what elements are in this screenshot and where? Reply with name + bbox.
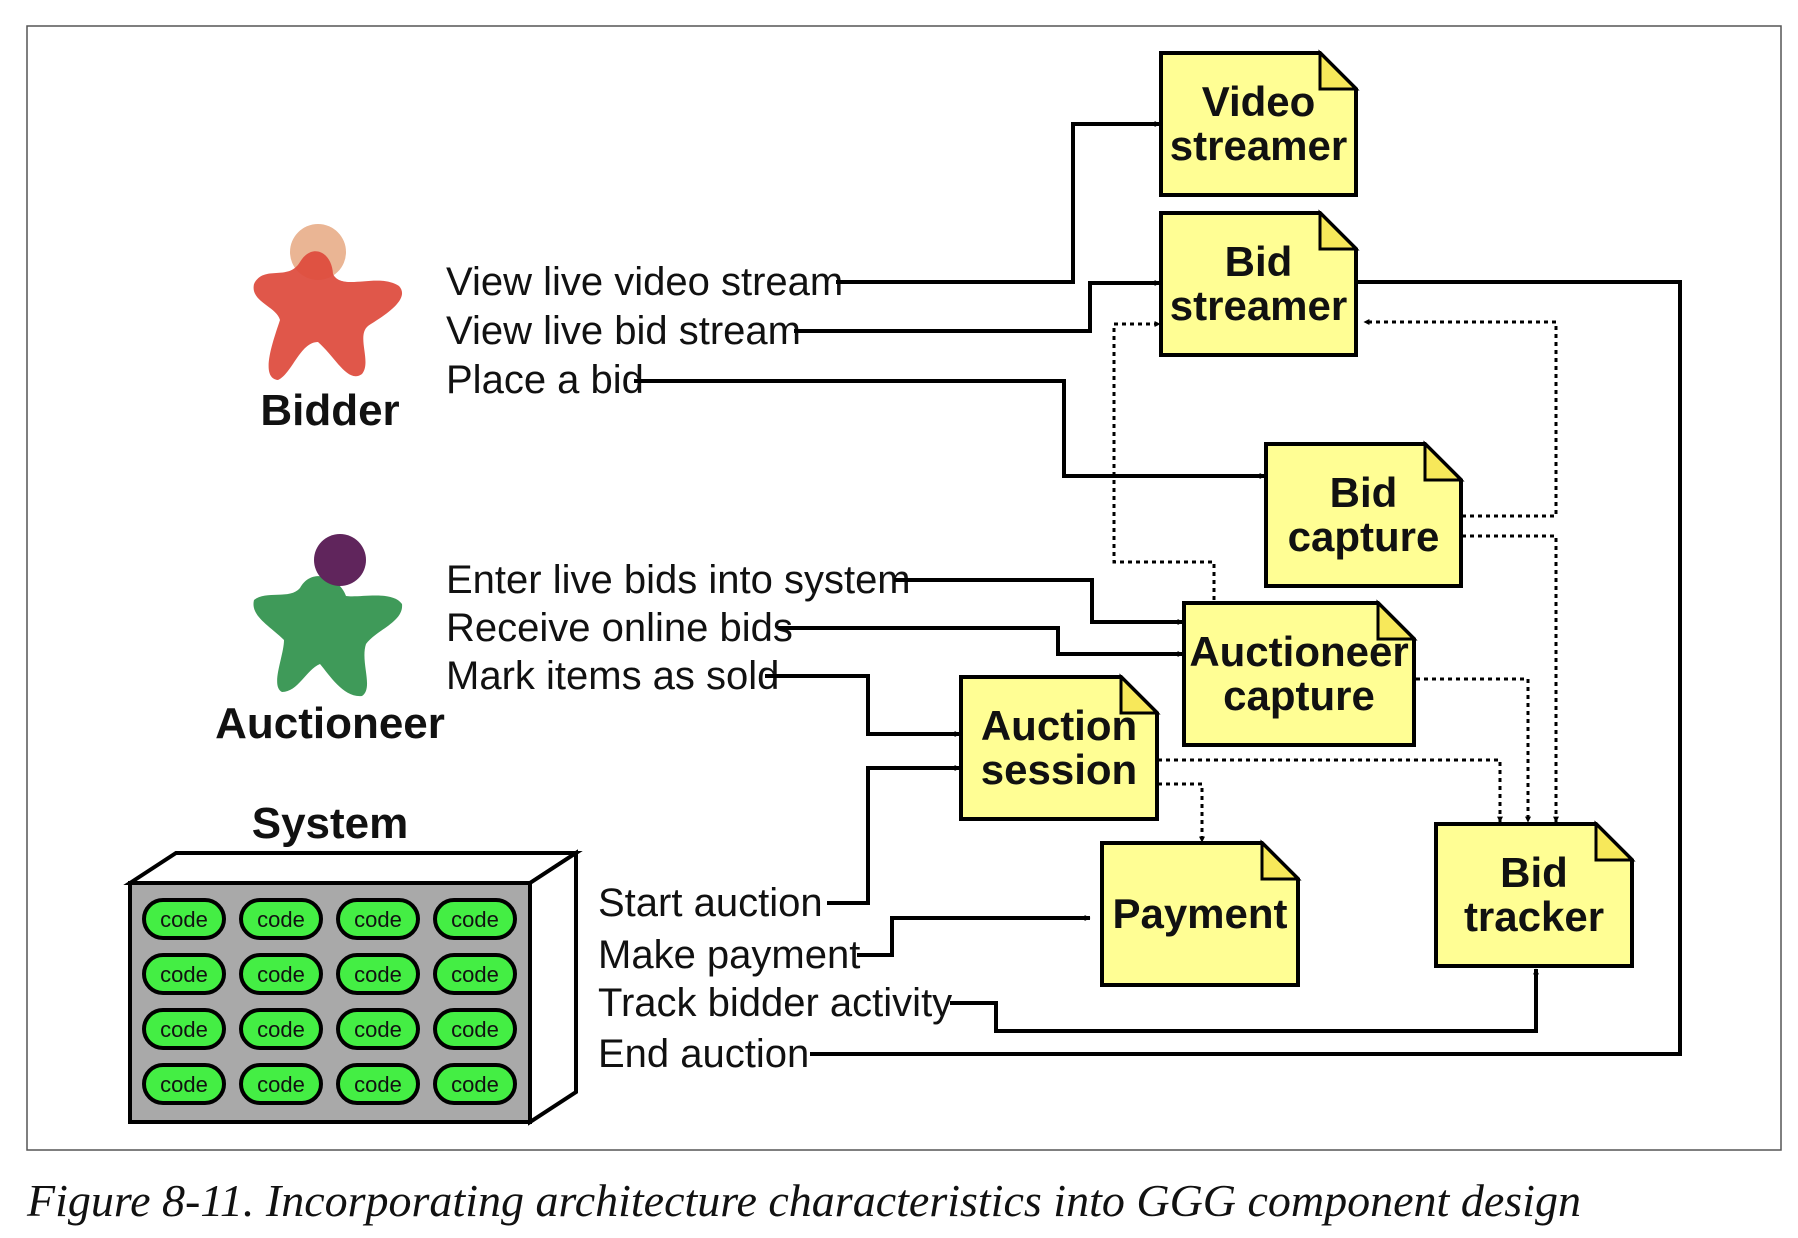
system-action-label: Track bidder activity [598, 981, 952, 1025]
system-label: System [252, 799, 409, 848]
system-action-label: Make payment [598, 933, 860, 977]
code-pill: code [433, 898, 517, 940]
solid-connectors [634, 121, 1682, 1056]
code-pill-label: code [354, 1017, 402, 1042]
connector-make-payment [857, 915, 1091, 957]
dotted-bidcapture-bidtracker [1462, 534, 1559, 823]
dotted-auctioneercapture-bidtracker [1416, 677, 1531, 823]
code-pill-label: code [451, 1017, 499, 1042]
code-pill-label: code [160, 1072, 208, 1097]
code-pill: code [239, 1063, 323, 1105]
component-label: tracker [1464, 893, 1604, 940]
code-grid: code code code code code code code code code code… [142, 898, 517, 1105]
component-label: Bid [1500, 849, 1568, 896]
component-label: Auctioneer [1189, 628, 1408, 675]
component-label: Payment [1112, 890, 1287, 937]
system-action-label: End auction [598, 1032, 809, 1076]
dotted-bidcapture-bidstreamer [1363, 319, 1558, 518]
dotted-auctionsession-payment [1158, 782, 1205, 843]
code-pill: code [433, 1008, 517, 1050]
system-action-label: Start auction [598, 881, 823, 925]
code-pill: code [336, 898, 420, 940]
code-pill-label: code [451, 907, 499, 932]
connector-mark-sold [765, 674, 961, 737]
code-pill: code [433, 1063, 517, 1105]
code-pill-label: code [160, 907, 208, 932]
code-pill-label: code [451, 962, 499, 987]
component-label: streamer [1170, 122, 1347, 169]
code-pill: code [142, 953, 226, 995]
bidder-action-label: Place a bid [446, 358, 644, 402]
code-pill: code [433, 953, 517, 995]
code-pill: code [142, 1008, 226, 1050]
dotted-auctionsession-bidtracker [1158, 758, 1503, 823]
code-pill-label: code [257, 907, 305, 932]
code-pill: code [239, 1008, 323, 1050]
component-label: Video [1202, 78, 1316, 125]
figure-frame [26, 25, 1782, 1151]
code-pill: code [336, 1008, 420, 1050]
dotted-connectors [1112, 319, 1559, 843]
component-label: Bid [1330, 469, 1398, 516]
component-label: streamer [1170, 282, 1347, 329]
code-pill-label: code [160, 962, 208, 987]
connector-track-activity [950, 968, 1539, 1033]
code-pill: code [336, 953, 420, 995]
code-pill: code [239, 953, 323, 995]
component-payment: Payment [1100, 839, 1302, 987]
figure-caption: Figure 8-11. Incorporating architecture … [26, 1175, 1581, 1226]
auctioneer-action-label: Mark items as sold [446, 654, 779, 698]
bidder-actor-icon [253, 224, 403, 380]
connector-start-auction [827, 765, 961, 905]
code-pill-label: code [160, 1017, 208, 1042]
auctioneer-action-label: Receive online bids [446, 606, 793, 650]
code-pill-label: code [354, 962, 402, 987]
code-pill: code [239, 898, 323, 940]
auctioneer-action-label: Enter live bids into system [446, 558, 911, 602]
component-label: capture [1223, 672, 1375, 719]
auctioneer-actor-icon [253, 534, 403, 697]
component-label: Auction [981, 702, 1137, 749]
components: VideostreamerBidstreamerBidcaptureAuctio… [959, 49, 1636, 987]
component-label: Bid [1225, 238, 1293, 285]
dotted-auctioneercapture-bidstreamer [1112, 321, 1216, 600]
code-pill: code [336, 1063, 420, 1105]
code-pill-label: code [257, 962, 305, 987]
code-pill-label: code [354, 907, 402, 932]
code-pill-label: code [257, 1072, 305, 1097]
bidder-action-label: View live video stream [446, 260, 843, 304]
connector-video-stream [836, 121, 1161, 284]
component-label: capture [1288, 513, 1440, 560]
code-pill-label: code [354, 1072, 402, 1097]
connector-end-auction [810, 280, 1682, 1056]
connector-enter-bids [894, 578, 1184, 625]
auctioneer-label: Auctioneer [215, 699, 445, 748]
code-pill: code [142, 898, 226, 940]
component-label: session [981, 746, 1137, 793]
connector-receive-bids [778, 626, 1184, 657]
bidder-action-label: View live bid stream [446, 309, 801, 353]
code-pill-label: code [257, 1017, 305, 1042]
connector-place-bid [634, 379, 1266, 479]
connector-bid-stream [794, 280, 1161, 333]
code-pill-label: code [451, 1072, 499, 1097]
bidder-label: Bidder [260, 386, 399, 435]
code-pill: code [142, 1063, 226, 1105]
